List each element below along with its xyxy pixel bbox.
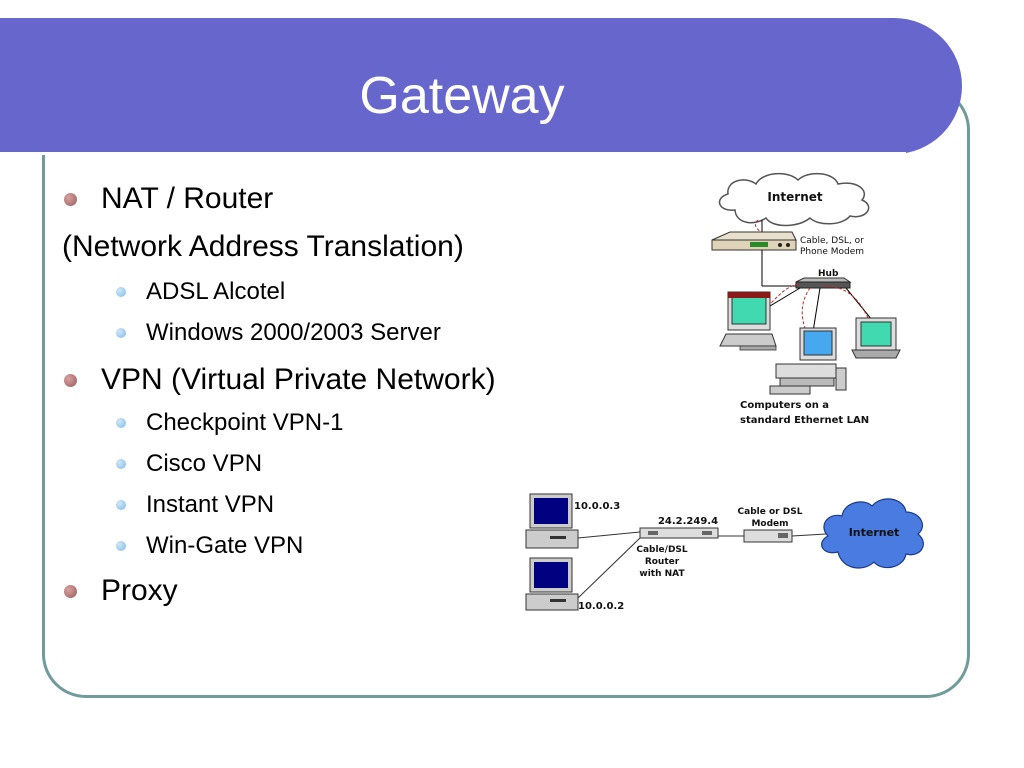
router-label-line3: with NAT (639, 569, 685, 579)
computer-icon (525, 493, 579, 549)
sub-bullet-windows: Windows 2000/2003 Server (146, 319, 441, 346)
sub-bullet-adsl: ADSL Alcotel (146, 278, 286, 305)
title-underline (0, 152, 906, 155)
sub-bullet-cisco: Cisco VPN (146, 450, 263, 477)
sub-bullet-marker (116, 459, 126, 469)
modem-nat-label-line2: Modem (751, 519, 788, 529)
bullet-marker (64, 374, 77, 387)
sub-bullet-checkpoint: Checkpoint VPN-1 (146, 409, 344, 436)
sub-bullet-instant: Instant VPN (146, 491, 275, 518)
ip-public-label: 24.2.249.4 (658, 516, 718, 527)
router-label-line1: Cable/DSL (636, 545, 688, 555)
laptop-icon (851, 317, 901, 359)
bullet-marker (64, 193, 77, 206)
sub-bullet-marker (116, 328, 126, 338)
sub-bullet-marker (116, 500, 126, 510)
modem-icon (711, 231, 797, 251)
internet-cloud-icon (718, 172, 870, 227)
nat-diagram: 10.0.0.3 10.0.0.2 24.2.249.4 Cable/DSL R… (525, 493, 924, 612)
lan-internet-label: Internet (767, 190, 822, 204)
lan-caption-line2: standard Ethernet LAN (740, 415, 869, 426)
bullet-proxy: Proxy (101, 574, 178, 607)
computer-icon (525, 557, 579, 611)
modem-label-line1: Cable, DSL, or (800, 236, 864, 246)
title-bar: Gateway (0, 18, 962, 155)
modem-nat-label-line1: Cable or DSL (738, 507, 803, 517)
lan-diagram: Internet Cable, DSL, or Phone Modem Hub (711, 172, 901, 426)
internet-cloud-icon (821, 498, 924, 569)
nat-internet-label: Internet (849, 526, 900, 539)
bullet-nat-description: (Network Address Translation) (62, 230, 464, 263)
sub-bullet-wingate: Win-Gate VPN (146, 532, 304, 559)
computer-icon (719, 291, 777, 351)
ip-pc2-label: 10.0.0.2 (578, 601, 624, 612)
modem-icon (743, 529, 793, 543)
desktop-computer-icon (769, 327, 847, 395)
bullet-marker (64, 585, 77, 598)
bullet-nat-router: NAT / Router (101, 182, 274, 215)
sub-bullet-marker (116, 541, 126, 551)
hub-label: Hub (818, 269, 839, 279)
sub-bullet-marker (116, 287, 126, 297)
lan-caption-line1: Computers on a (740, 400, 829, 411)
bullet-vpn: VPN (Virtual Private Network) (101, 363, 496, 396)
hub-icon (795, 277, 852, 289)
sub-bullet-marker (116, 418, 126, 428)
slide-title: Gateway (359, 67, 565, 125)
modem-label-line2: Phone Modem (800, 247, 864, 257)
ip-pc1-label: 10.0.0.3 (574, 501, 620, 512)
router-icon (639, 527, 719, 539)
router-label-line2: Router (645, 557, 680, 567)
